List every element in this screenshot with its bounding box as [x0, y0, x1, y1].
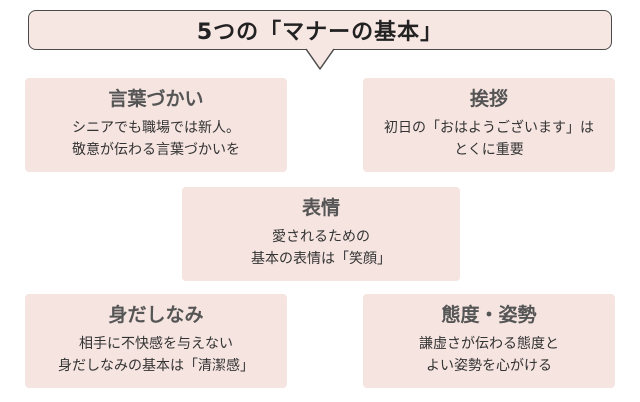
card-title: 身だしなみ — [108, 304, 204, 326]
card-description: 愛されるための 基本の表情は「笑顔」 — [251, 226, 391, 270]
card-line: とくに重要 — [454, 142, 524, 158]
card-line: 基本の表情は「笑顔」 — [251, 251, 391, 267]
card-taido-shisei: 態度・姿勢 謙虚さが伝わる態度と よい姿勢を心がける — [363, 294, 615, 388]
diagram-title: 5つの「マナーの基本」 — [196, 20, 444, 45]
speech-bubble-tail — [305, 48, 335, 70]
title-bubble: 5つの「マナーの基本」 — [28, 10, 612, 50]
card-description: 謙虚さが伝わる態度と よい姿勢を心がける — [419, 333, 559, 377]
card-line: 身だしなみの基本は「清潔感」 — [58, 358, 254, 374]
card-line: 謙虚さが伝わる態度と — [419, 336, 559, 352]
card-description: 初日の「おはようございます」は とくに重要 — [384, 117, 594, 161]
card-title: 言葉づかい — [108, 88, 204, 110]
card-title: 態度・姿勢 — [441, 304, 537, 326]
card-description: シニアでも職場では新人。 敬意が伝わる言葉づかいを — [72, 117, 240, 161]
card-line: よい姿勢を心がける — [426, 358, 552, 374]
card-title: 挨拶 — [469, 88, 508, 110]
card-kotoba-zukai: 言葉づかい シニアでも職場では新人。 敬意が伝わる言葉づかいを — [25, 78, 287, 172]
card-line: 初日の「おはようございます」は — [384, 120, 594, 136]
card-title: 表情 — [301, 197, 340, 219]
card-line: 相手に不快感を与えない — [79, 336, 233, 352]
card-line: 愛されるための — [272, 229, 370, 245]
card-line: 敬意が伝わる言葉づかいを — [72, 142, 240, 158]
card-line: シニアでも職場では新人。 — [72, 120, 240, 136]
card-midashinami: 身だしなみ 相手に不快感を与えない 身だしなみの基本は「清潔感」 — [25, 294, 287, 388]
card-hyojo: 表情 愛されるための 基本の表情は「笑顔」 — [182, 187, 460, 281]
card-description: 相手に不快感を与えない 身だしなみの基本は「清潔感」 — [58, 333, 254, 377]
card-aisatsu: 挨拶 初日の「おはようございます」は とくに重要 — [363, 78, 615, 172]
